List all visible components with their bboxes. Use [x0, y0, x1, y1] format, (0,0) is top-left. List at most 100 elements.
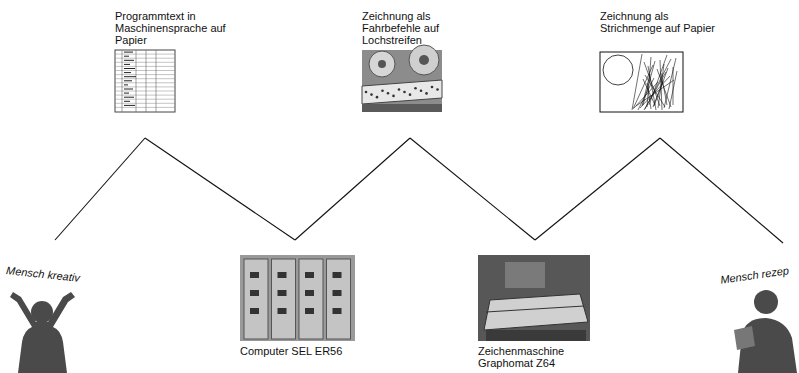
program-sheet [115, 50, 175, 112]
zigzag-connector [55, 138, 145, 240]
sheet-column [136, 50, 137, 112]
zigzag-connector [410, 138, 535, 240]
plot-circle [603, 55, 633, 85]
sheet-rule [115, 103, 175, 104]
tape-hole [436, 88, 439, 91]
plot-stroke [664, 58, 676, 108]
item-caption: Zeichnung als Fahrbefehle auf Lochstreif… [362, 10, 480, 46]
sheet-column [156, 50, 157, 112]
tape-reel [369, 51, 395, 77]
plotter-base [486, 330, 586, 341]
sheet-writing [124, 101, 130, 102]
computer-photo [240, 255, 355, 341]
sheet-rule [115, 107, 175, 108]
sheet-rule [115, 82, 175, 83]
plot-stroke [644, 62, 660, 106]
plot-stroke [644, 72, 666, 110]
plotter-rail [486, 306, 584, 312]
plot-stroke [643, 79, 655, 105]
zigzag-connector [145, 138, 295, 240]
reading-paper [734, 326, 755, 350]
tape-hole [376, 96, 379, 99]
creative-human [10, 292, 75, 373]
sheet-writing [124, 60, 134, 61]
computer-panel [250, 290, 259, 296]
item-caption: Computer SEL ER56 [240, 345, 360, 357]
sheet-rule [115, 54, 175, 55]
sheet-rule [115, 66, 175, 67]
tape-hole [431, 86, 434, 89]
plot-paper [600, 52, 683, 112]
sheet-rule [115, 62, 175, 63]
computer-cabinet [327, 259, 351, 339]
sheet-rule [115, 86, 175, 87]
receptive-human [734, 290, 797, 373]
item-caption: Zeichnung als Strichmenge auf Papier [600, 10, 718, 34]
computer-photo-ground [240, 255, 355, 341]
plot-stroke [633, 65, 653, 109]
tape-hole [392, 95, 395, 98]
tape-hole [409, 93, 412, 96]
tape-holes [365, 86, 439, 99]
sheet-rule [115, 74, 175, 75]
sheet-writing [124, 84, 128, 85]
plotter-housing [505, 262, 545, 288]
human-body [10, 292, 75, 373]
sheet-writing [124, 97, 134, 98]
plot-drawing [600, 52, 683, 112]
tape-reel [409, 45, 439, 75]
sheet-writing [124, 56, 129, 57]
plot-stroke [647, 83, 651, 109]
medium-item: Programmtext in Maschinensprache auf Pap… [115, 8, 233, 138]
computer-panel [305, 272, 314, 278]
sheet-rule [115, 78, 175, 79]
medium-item: Zeichnung als Strichmenge auf Papier [600, 8, 718, 138]
plotter-photo-ground [478, 255, 590, 341]
tape-reel-hub [419, 55, 429, 65]
computer-panel [305, 308, 314, 314]
computer-cabinet [299, 259, 323, 339]
plot-strokes [632, 54, 677, 110]
tape-reader [362, 104, 442, 112]
computer-panel [278, 290, 287, 296]
computer-panel [305, 290, 314, 296]
computer-panel [333, 308, 342, 314]
sheet-writing [124, 89, 133, 90]
computer-cabinet [272, 259, 296, 339]
sheet-writing [124, 52, 133, 53]
tape-hole [370, 93, 373, 96]
sheet-rule [115, 95, 175, 96]
plotter-table [484, 294, 588, 330]
tape-hole [365, 91, 368, 94]
item-caption: Zeichenmaschine Graphomat Z64 [478, 345, 588, 369]
sheet-rule [115, 91, 175, 92]
sheet-writing [124, 64, 130, 65]
person-figure: Mensch rezep [716, 243, 797, 371]
tape-hole [414, 87, 417, 90]
tape-photo [362, 45, 442, 112]
computer-panel [250, 308, 259, 314]
person-label: Mensch rezep [720, 264, 790, 285]
machine-item: Computer SEL ER56 [240, 240, 360, 371]
tape-hole [403, 91, 406, 94]
machine-item: Zeichenmaschine Graphomat Z64 [478, 240, 588, 371]
sheet-writing [124, 72, 131, 73]
tape-hole [398, 88, 401, 91]
computer-panel [250, 272, 259, 278]
tape-hole [420, 90, 423, 93]
computer-panel [278, 308, 287, 314]
computer-panel [333, 290, 342, 296]
item-caption: Programmtext in Maschinensprache auf Pap… [115, 10, 233, 46]
sheet-paper [115, 50, 175, 112]
sheet-writing [124, 68, 135, 69]
sheet-rule [115, 70, 175, 71]
tape-reel-hub [378, 60, 386, 68]
tape-hole [425, 92, 428, 95]
human-head [754, 290, 778, 314]
punched-tape [362, 80, 442, 104]
computer-panel [278, 272, 287, 278]
person-figure: Mensch kreativ [2, 240, 102, 371]
